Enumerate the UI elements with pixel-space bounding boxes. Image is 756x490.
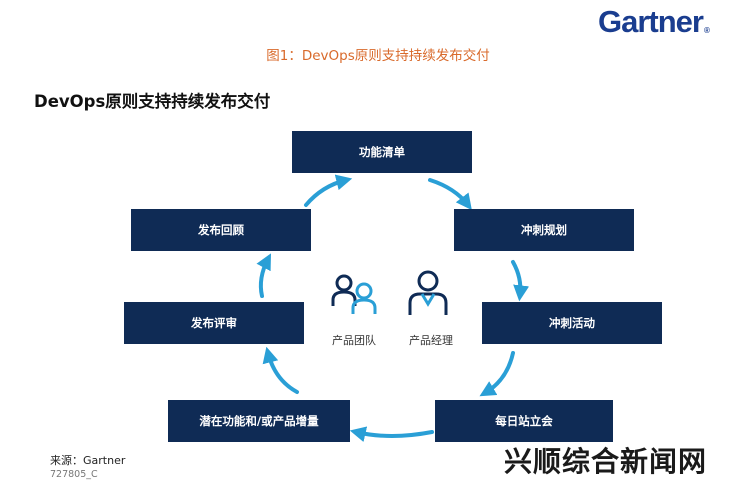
gartner-logo: Gartner®	[598, 4, 710, 40]
arrow-4	[349, 426, 434, 442]
team-icon	[331, 274, 377, 314]
step-sprint-activity: 冲刺活动	[482, 302, 662, 344]
arrow-2	[511, 260, 530, 302]
step-feature-list: 功能清单	[292, 131, 472, 173]
step-sprint-planning: 冲刺规划	[454, 209, 634, 251]
arrow-1	[428, 178, 472, 211]
figure-code: 727805_C	[50, 469, 98, 480]
watermark: 兴顺综合新闻网	[500, 442, 712, 482]
figure-caption: 图1：DevOps原则支持持续发布交付	[266, 48, 490, 64]
arrow-3	[479, 351, 515, 397]
step-potential-increment: 潜在功能和/或产品增量	[168, 400, 350, 442]
logo-text: Gartner	[598, 4, 704, 39]
step-daily-standup: 每日站立会	[435, 400, 613, 442]
source-note: 来源：Gartner	[50, 454, 126, 467]
arrow-5	[262, 346, 299, 394]
role-label-team: 产品团队	[332, 334, 376, 347]
person-icon	[408, 270, 448, 315]
role-label-manager: 产品经理	[409, 334, 453, 347]
step-release-retrospective: 发布回顾	[131, 209, 311, 251]
step-release-review: 发布评审	[124, 302, 304, 344]
registered-mark: ®	[703, 26, 710, 35]
diagram-heading: DevOps原则支持持续发布交付	[34, 92, 271, 111]
arrow-6	[256, 253, 271, 298]
arrow-7	[304, 174, 353, 207]
